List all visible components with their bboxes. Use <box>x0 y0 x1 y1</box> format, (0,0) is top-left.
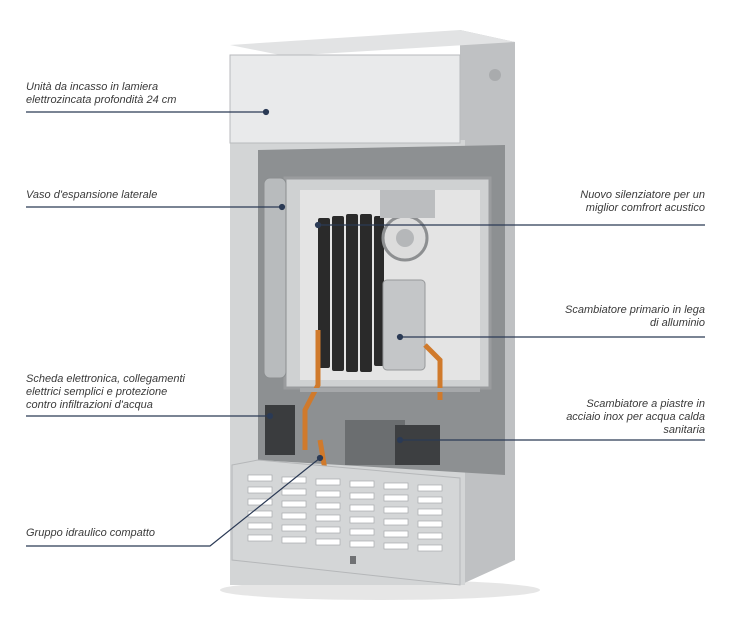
expansion-vessel <box>263 177 287 379</box>
control-board-box <box>265 405 295 455</box>
label-plate-exchanger: Scambiatore a piastre in acciaio inox pe… <box>566 398 705 436</box>
plate-exchanger <box>395 425 440 465</box>
label-silencer: Nuovo silenziatore per un miglior comfro… <box>580 189 705 214</box>
label-control-board: Scheda elettronica, collegamenti elettri… <box>26 373 185 411</box>
label-primary-exchanger: Scambiatore primario in lega di allumini… <box>564 304 705 329</box>
label-expansion-vessel: Vaso d'espansione laterale <box>26 189 158 201</box>
louver-slots <box>247 474 443 552</box>
cabinet-top <box>230 30 515 56</box>
leader-lines <box>26 108 705 547</box>
aluminium-exchanger <box>382 279 426 371</box>
vent-hole <box>489 69 501 81</box>
cabinet-top-front <box>229 54 461 144</box>
copper-pipes <box>302 330 443 471</box>
label-cabinet: Unità da incasso in lamiera elettrozinca… <box>26 81 177 106</box>
fan-housing <box>380 190 435 218</box>
label-hydraulic-group: Gruppo idraulico compatto <box>26 527 156 539</box>
panel-lock <box>350 556 356 564</box>
exchanger-fins <box>318 214 384 372</box>
